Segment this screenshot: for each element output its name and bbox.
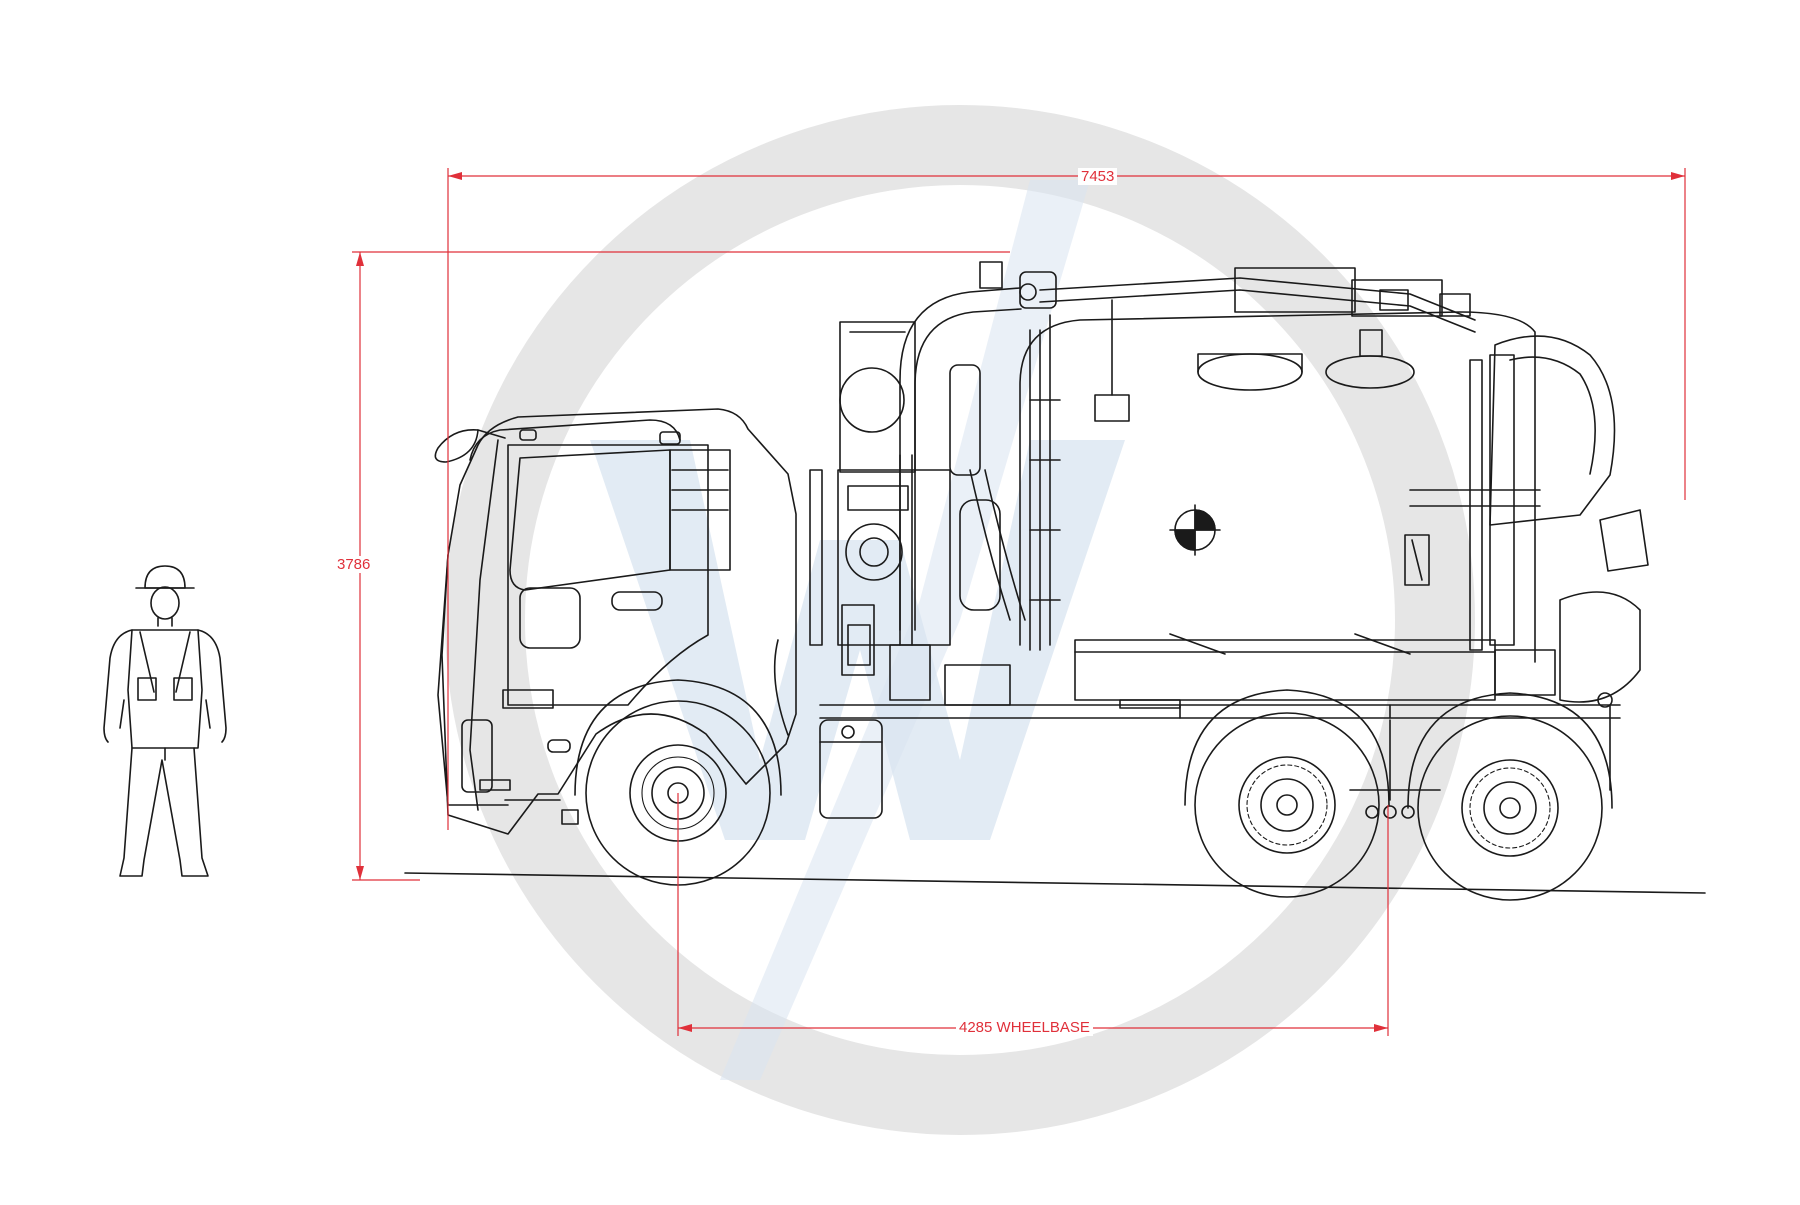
watermark-ring [445,105,1475,1135]
overall-height-label: 3786 [334,556,374,573]
ground-line [404,872,1706,894]
rear-suspension [1349,719,1441,819]
hard-hat [144,565,186,589]
vacuum-tank [1019,299,1649,708]
rear-wheel-2 [1407,692,1613,901]
exhaust-stack [773,469,823,736]
watermark-letter-w [590,440,1125,840]
side-toolbox [1074,633,1556,709]
truck [434,261,1649,901]
person-figure [103,565,227,877]
hose-boom [899,261,1476,631]
rear-wheel-1 [1184,689,1390,898]
truck-cab [434,408,797,835]
watermark-swoosh [720,180,1090,1080]
wheelbase-label: 4285 WHEELBASE [956,1019,1093,1036]
fuel-tank [819,719,883,819]
overall-length-label: 7453 [1078,168,1118,185]
dimension-lines [352,168,1686,1036]
watermark-logo [445,105,1475,1135]
